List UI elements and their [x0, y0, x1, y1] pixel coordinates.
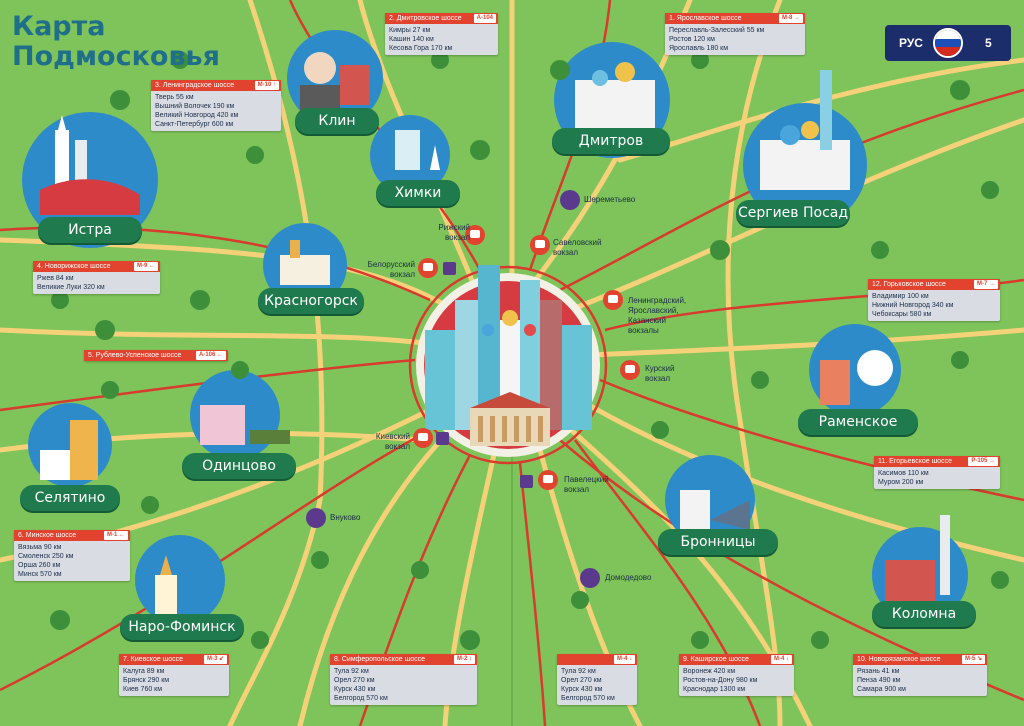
- russian-flag-icon: [932, 28, 963, 58]
- page-number: 5: [984, 36, 992, 50]
- airport-vnukovo: Внуково: [330, 513, 361, 522]
- city-label-klin[interactable]: Клин: [295, 108, 379, 134]
- highway-name: 5. Рублево-Успенское шоссе: [88, 352, 182, 359]
- highway-name: 9. Каширское шоссе: [683, 656, 749, 663]
- station-belorussky: Белорусский вокзал: [367, 260, 415, 279]
- city-label-ramenskoe[interactable]: Раменское: [798, 409, 918, 435]
- city-label-selyatino[interactable]: Селятино: [20, 485, 120, 511]
- highway-name: 8. Симферопольское шоссе: [334, 656, 426, 663]
- station-kievsky: Киевский вокзал: [375, 432, 410, 451]
- airport-domodedovo: Домодедово: [605, 573, 652, 582]
- city-label-naro-fominsk[interactable]: Наро-Фоминск: [120, 614, 244, 640]
- highway-name: 12. Горьковское шоссе: [872, 281, 946, 288]
- city-label-bronnitsy[interactable]: Бронницы: [658, 529, 778, 555]
- highway-name: 4. Новорижское шоссе: [37, 263, 111, 270]
- station-kursky: Курский вокзал: [645, 364, 675, 383]
- language-badge[interactable]: РУС 5: [885, 25, 1011, 61]
- station-rizhsky: Рижский вокзал: [438, 223, 470, 242]
- trees: [50, 51, 1009, 650]
- city-label-dmitrov[interactable]: Дмитров: [552, 128, 670, 154]
- language-code: РУС: [899, 36, 923, 50]
- title-line-2: Подмосковья: [12, 41, 220, 72]
- city-illustrations: [22, 30, 968, 625]
- highway-name: 7. Киевское шоссе: [123, 656, 184, 663]
- highway-name: 10. Новорязанское шоссе: [857, 656, 941, 663]
- airport-sheremetyevo: Шереметьево: [584, 195, 636, 204]
- title-line-1: Карта: [12, 11, 106, 42]
- city-label-kolomna[interactable]: Коломна: [872, 601, 976, 627]
- city-label-odintsovo[interactable]: Одинцово: [182, 453, 296, 479]
- map-title: Карта Подмосковья: [12, 12, 220, 72]
- moscow-center: [416, 265, 600, 457]
- city-label-khimki[interactable]: Химки: [376, 180, 460, 206]
- station-paveletsky: Павелецкий вокзал: [564, 475, 609, 494]
- highway-name: 1. Ярославское шоссе: [669, 15, 742, 22]
- highway-name: 2. Дмитровское шоссе: [389, 15, 462, 22]
- highway-name: 3. Ленинградское шоссе: [155, 82, 235, 89]
- city-label-sergiev-posad[interactable]: Сергиев Посад: [736, 200, 850, 226]
- station-savelovsky: Савеловский вокзал: [553, 238, 602, 257]
- highway-name: 6. Минское шоссе: [18, 532, 77, 539]
- city-label-istra[interactable]: Истра: [38, 217, 142, 243]
- highway-name: 11. Егорьевское шоссе: [878, 458, 952, 465]
- city-label-krasnogorsk[interactable]: Красногорск: [258, 288, 364, 314]
